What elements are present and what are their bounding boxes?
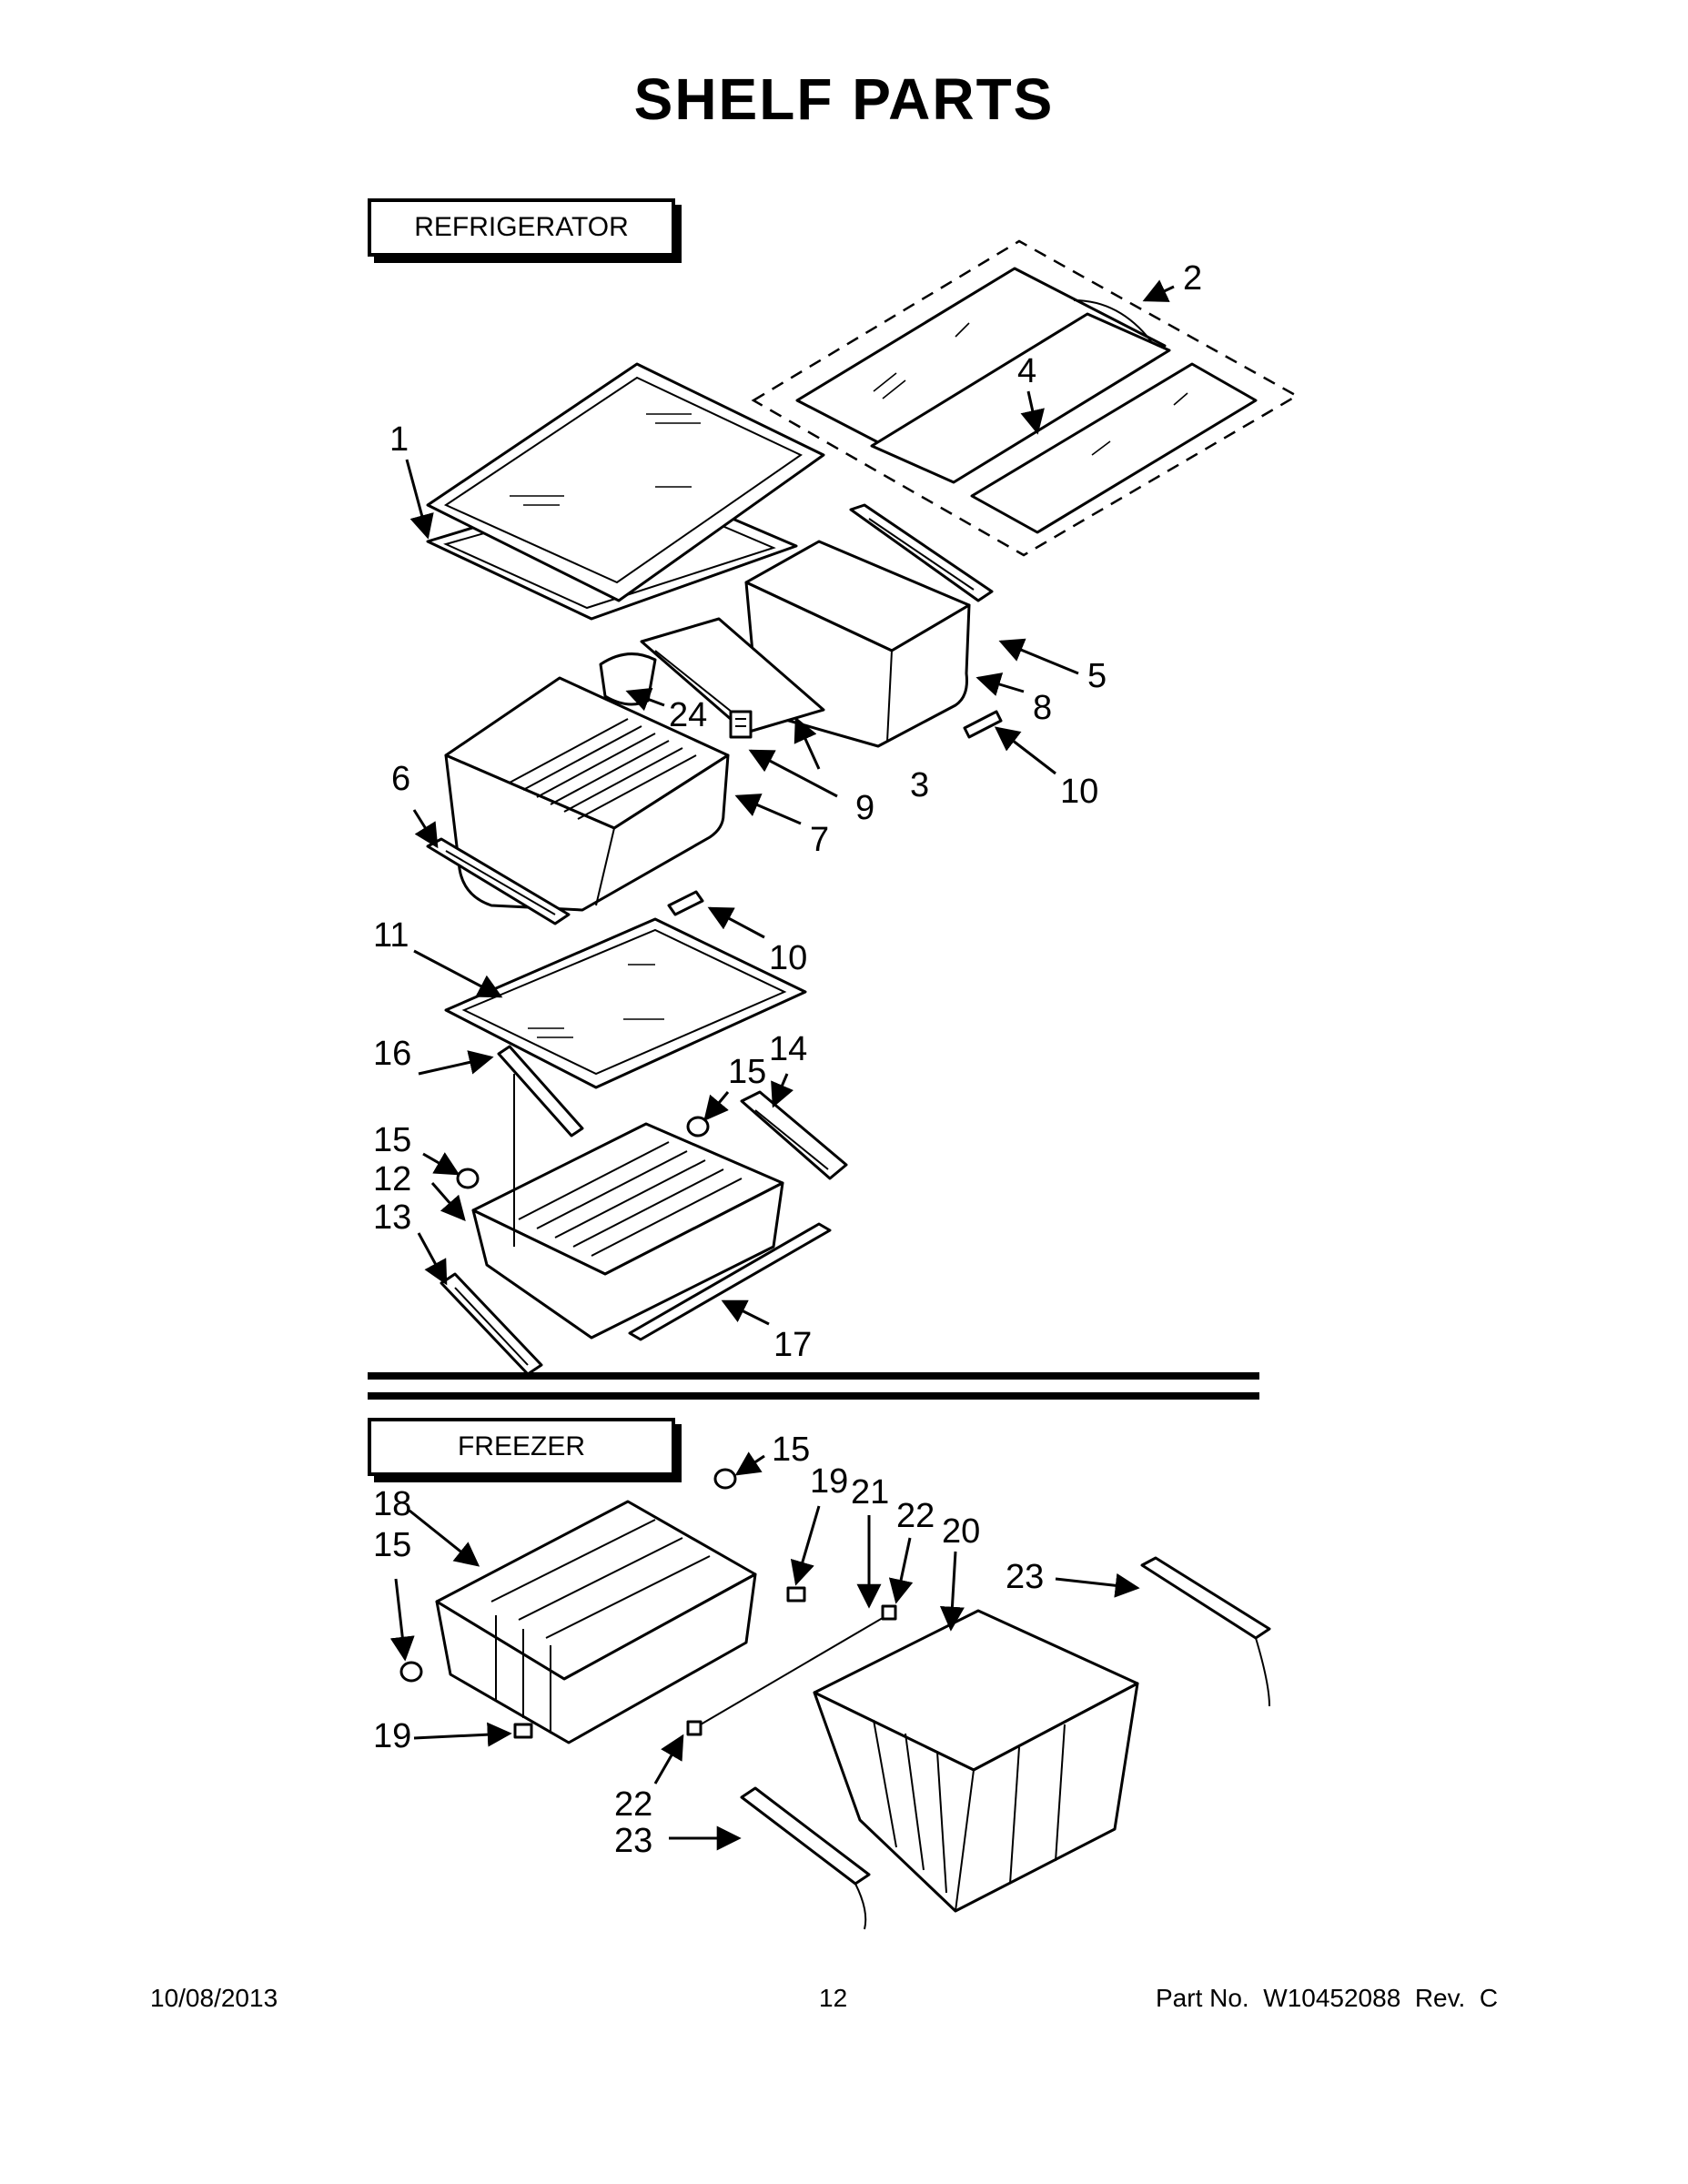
callout-10-lower: 10 bbox=[769, 939, 807, 977]
callout-15-fridge-right: 15 bbox=[728, 1053, 766, 1091]
callout-19-top: 19 bbox=[810, 1462, 848, 1501]
part-9-control bbox=[729, 710, 753, 739]
callout-6: 6 bbox=[391, 760, 410, 798]
callout-labels: 2 4 1 5 8 24 3 10 9 7 6 10 11 16 15 14 1… bbox=[373, 259, 1202, 1860]
callout-10-upper: 10 bbox=[1060, 773, 1098, 811]
callout-24: 24 bbox=[669, 696, 707, 734]
callout-8: 8 bbox=[1033, 689, 1052, 727]
part-10-bracket-upper bbox=[963, 710, 1003, 739]
callout-5: 5 bbox=[1087, 657, 1107, 695]
callout-4: 4 bbox=[1017, 352, 1036, 390]
callout-22-top: 22 bbox=[896, 1497, 935, 1535]
part-15-rollers-freezer bbox=[399, 1468, 737, 1683]
part-5-shelf-rail bbox=[849, 503, 994, 602]
part-20-freezer-bin bbox=[813, 1609, 1139, 1913]
part-18-freezer-basket bbox=[435, 1500, 757, 1744]
leader-arrows bbox=[389, 279, 1175, 1851]
callout-15-fridge-left: 15 bbox=[373, 1121, 411, 1159]
part-17-trim-strip bbox=[628, 1222, 832, 1341]
part-11-glass-shelf bbox=[444, 917, 807, 1089]
part-10-bracket-lower bbox=[667, 890, 704, 916]
callout-16: 16 bbox=[373, 1035, 411, 1073]
part-13-rail bbox=[440, 1272, 543, 1376]
refrigerator-section-label: REFRIGERATOR bbox=[368, 198, 675, 257]
callout-17: 17 bbox=[773, 1326, 812, 1364]
footer-part-number: Part No. W10452088 Rev. C bbox=[1156, 1984, 1499, 2012]
part-16-bracket bbox=[497, 1045, 584, 1138]
part-19-axle-ends bbox=[513, 1586, 806, 1739]
callout-12: 12 bbox=[373, 1160, 411, 1198]
part-23-slide-rails bbox=[740, 1556, 1271, 1930]
freezer-section-label: FREEZER bbox=[368, 1418, 675, 1476]
part-14-rail bbox=[740, 1090, 848, 1180]
part-22-rod-ends bbox=[686, 1604, 897, 1736]
callout-14: 14 bbox=[769, 1030, 807, 1068]
footer-date: 10/08/2013 bbox=[150, 1984, 278, 2012]
callout-13: 13 bbox=[373, 1198, 411, 1237]
callout-3: 3 bbox=[910, 766, 929, 804]
part-7-crisper-drawer bbox=[444, 676, 730, 912]
part-24-humidity-control bbox=[599, 652, 657, 706]
callout-18: 18 bbox=[373, 1485, 411, 1523]
part-2-shelf-assembly bbox=[751, 239, 1299, 557]
page-title: SHELF PARTS bbox=[633, 66, 1055, 132]
part-15-rollers-refrigerator bbox=[456, 1116, 710, 1189]
section-divider bbox=[368, 1372, 1259, 1400]
callout-2: 2 bbox=[1183, 259, 1202, 298]
part-12-deli-pan bbox=[471, 1074, 784, 1340]
callout-19-bottom: 19 bbox=[373, 1717, 411, 1755]
callout-20: 20 bbox=[942, 1512, 980, 1551]
callout-15-freezer-left: 15 bbox=[373, 1526, 411, 1564]
callout-23-bottom: 23 bbox=[614, 1822, 652, 1860]
part-21-axle-rod bbox=[700, 1614, 888, 1725]
callout-23-top: 23 bbox=[1006, 1558, 1044, 1596]
callout-1: 1 bbox=[389, 420, 409, 459]
callout-11: 11 bbox=[373, 916, 409, 955]
callout-15-freezer-top: 15 bbox=[772, 1431, 810, 1469]
part-1-glass-shelves bbox=[426, 362, 825, 621]
callout-7: 7 bbox=[810, 821, 829, 859]
callout-22-bottom: 22 bbox=[614, 1785, 652, 1824]
footer-page-number: 12 bbox=[819, 1984, 848, 2012]
callout-21: 21 bbox=[851, 1473, 889, 1512]
callout-9: 9 bbox=[855, 789, 874, 827]
